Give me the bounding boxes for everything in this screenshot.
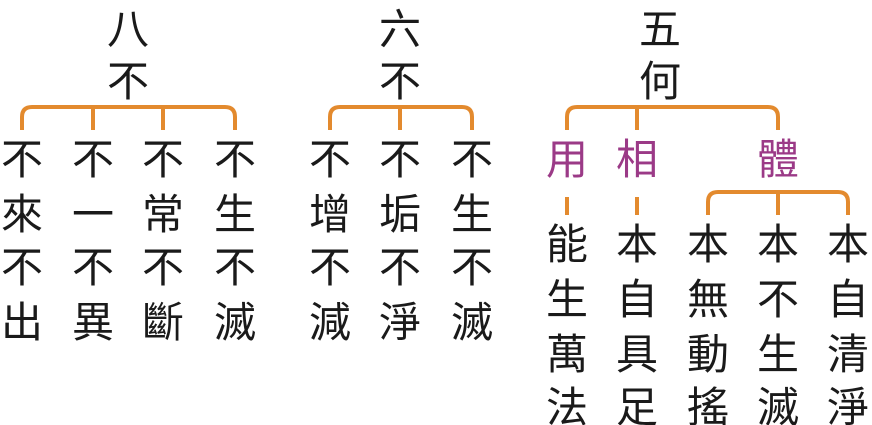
- phrase-character: 不: [71, 135, 114, 184]
- phrase-character: 常: [141, 190, 184, 239]
- phrase-character: 異: [71, 298, 114, 347]
- five-what-title-word: 何: [638, 57, 681, 106]
- six-not-title-number: 六: [378, 5, 421, 54]
- bracket-essence: [706, 190, 850, 215]
- phrase-character: 本: [686, 220, 729, 269]
- phrase-character: 自: [615, 275, 658, 324]
- bracket-eight-not: [20, 105, 237, 130]
- phrase-character: 不: [756, 275, 799, 324]
- phrase-character: 不: [308, 135, 351, 184]
- phrase-character: 生: [450, 190, 493, 239]
- eight-not-title-number: 八: [106, 5, 149, 54]
- category-label: 體: [756, 135, 799, 184]
- phrase-character: 不: [71, 243, 114, 292]
- phrase-character: 搖: [686, 383, 729, 425]
- phrase-character: 不: [378, 135, 421, 184]
- phrase-character: 不: [0, 243, 43, 292]
- phrase-character: 滅: [450, 298, 493, 347]
- category-label: 用: [545, 135, 588, 184]
- phrase-character: 自: [826, 275, 869, 324]
- phrase-character: 不: [378, 243, 421, 292]
- phrase-character: 不: [450, 243, 493, 292]
- phrase-character: 法: [545, 383, 588, 425]
- category-label: 相: [615, 135, 658, 184]
- phrase-character: 淨: [826, 383, 869, 425]
- phrase-character: 具: [615, 330, 658, 379]
- phrase-character: 生: [213, 190, 256, 239]
- phrase-character: 滅: [213, 298, 256, 347]
- bracket-six-not: [328, 105, 474, 130]
- phrase-character: 一: [71, 190, 114, 239]
- phrase-character: 能: [545, 220, 588, 269]
- phrase-character: 不: [213, 135, 256, 184]
- phrase-character: 不: [213, 243, 256, 292]
- phrase-character: 本: [756, 220, 799, 269]
- bracket-five-what: [565, 105, 780, 130]
- phrase-character: 淨: [378, 298, 421, 347]
- phrase-character: 不: [308, 243, 351, 292]
- phrase-character: 萬: [545, 330, 588, 379]
- eight-not-title-word: 不: [106, 57, 149, 106]
- phrase-character: 清: [826, 330, 869, 379]
- phrase-character: 不: [450, 135, 493, 184]
- phrase-character: 本: [826, 220, 869, 269]
- phrase-character: 生: [756, 330, 799, 379]
- phrase-character: 不: [141, 243, 184, 292]
- phrase-character: 增: [308, 190, 351, 239]
- phrase-character: 出: [0, 298, 43, 347]
- phrase-character: 生: [545, 275, 588, 324]
- phrase-character: 垢: [378, 190, 421, 239]
- phrase-character: 無: [686, 275, 729, 324]
- phrase-character: 足: [615, 383, 658, 425]
- five-what-title-number: 五: [638, 5, 681, 54]
- phrase-character: 滅: [756, 383, 799, 425]
- phrase-character: 減: [308, 298, 351, 347]
- phrase-character: 斷: [141, 298, 184, 347]
- six-not-title-word: 不: [378, 57, 421, 106]
- phrase-character: 來: [0, 190, 43, 239]
- phrase-character: 不: [141, 135, 184, 184]
- phrase-character: 動: [686, 330, 729, 379]
- phrase-character: 不: [0, 135, 43, 184]
- phrase-character: 本: [615, 220, 658, 269]
